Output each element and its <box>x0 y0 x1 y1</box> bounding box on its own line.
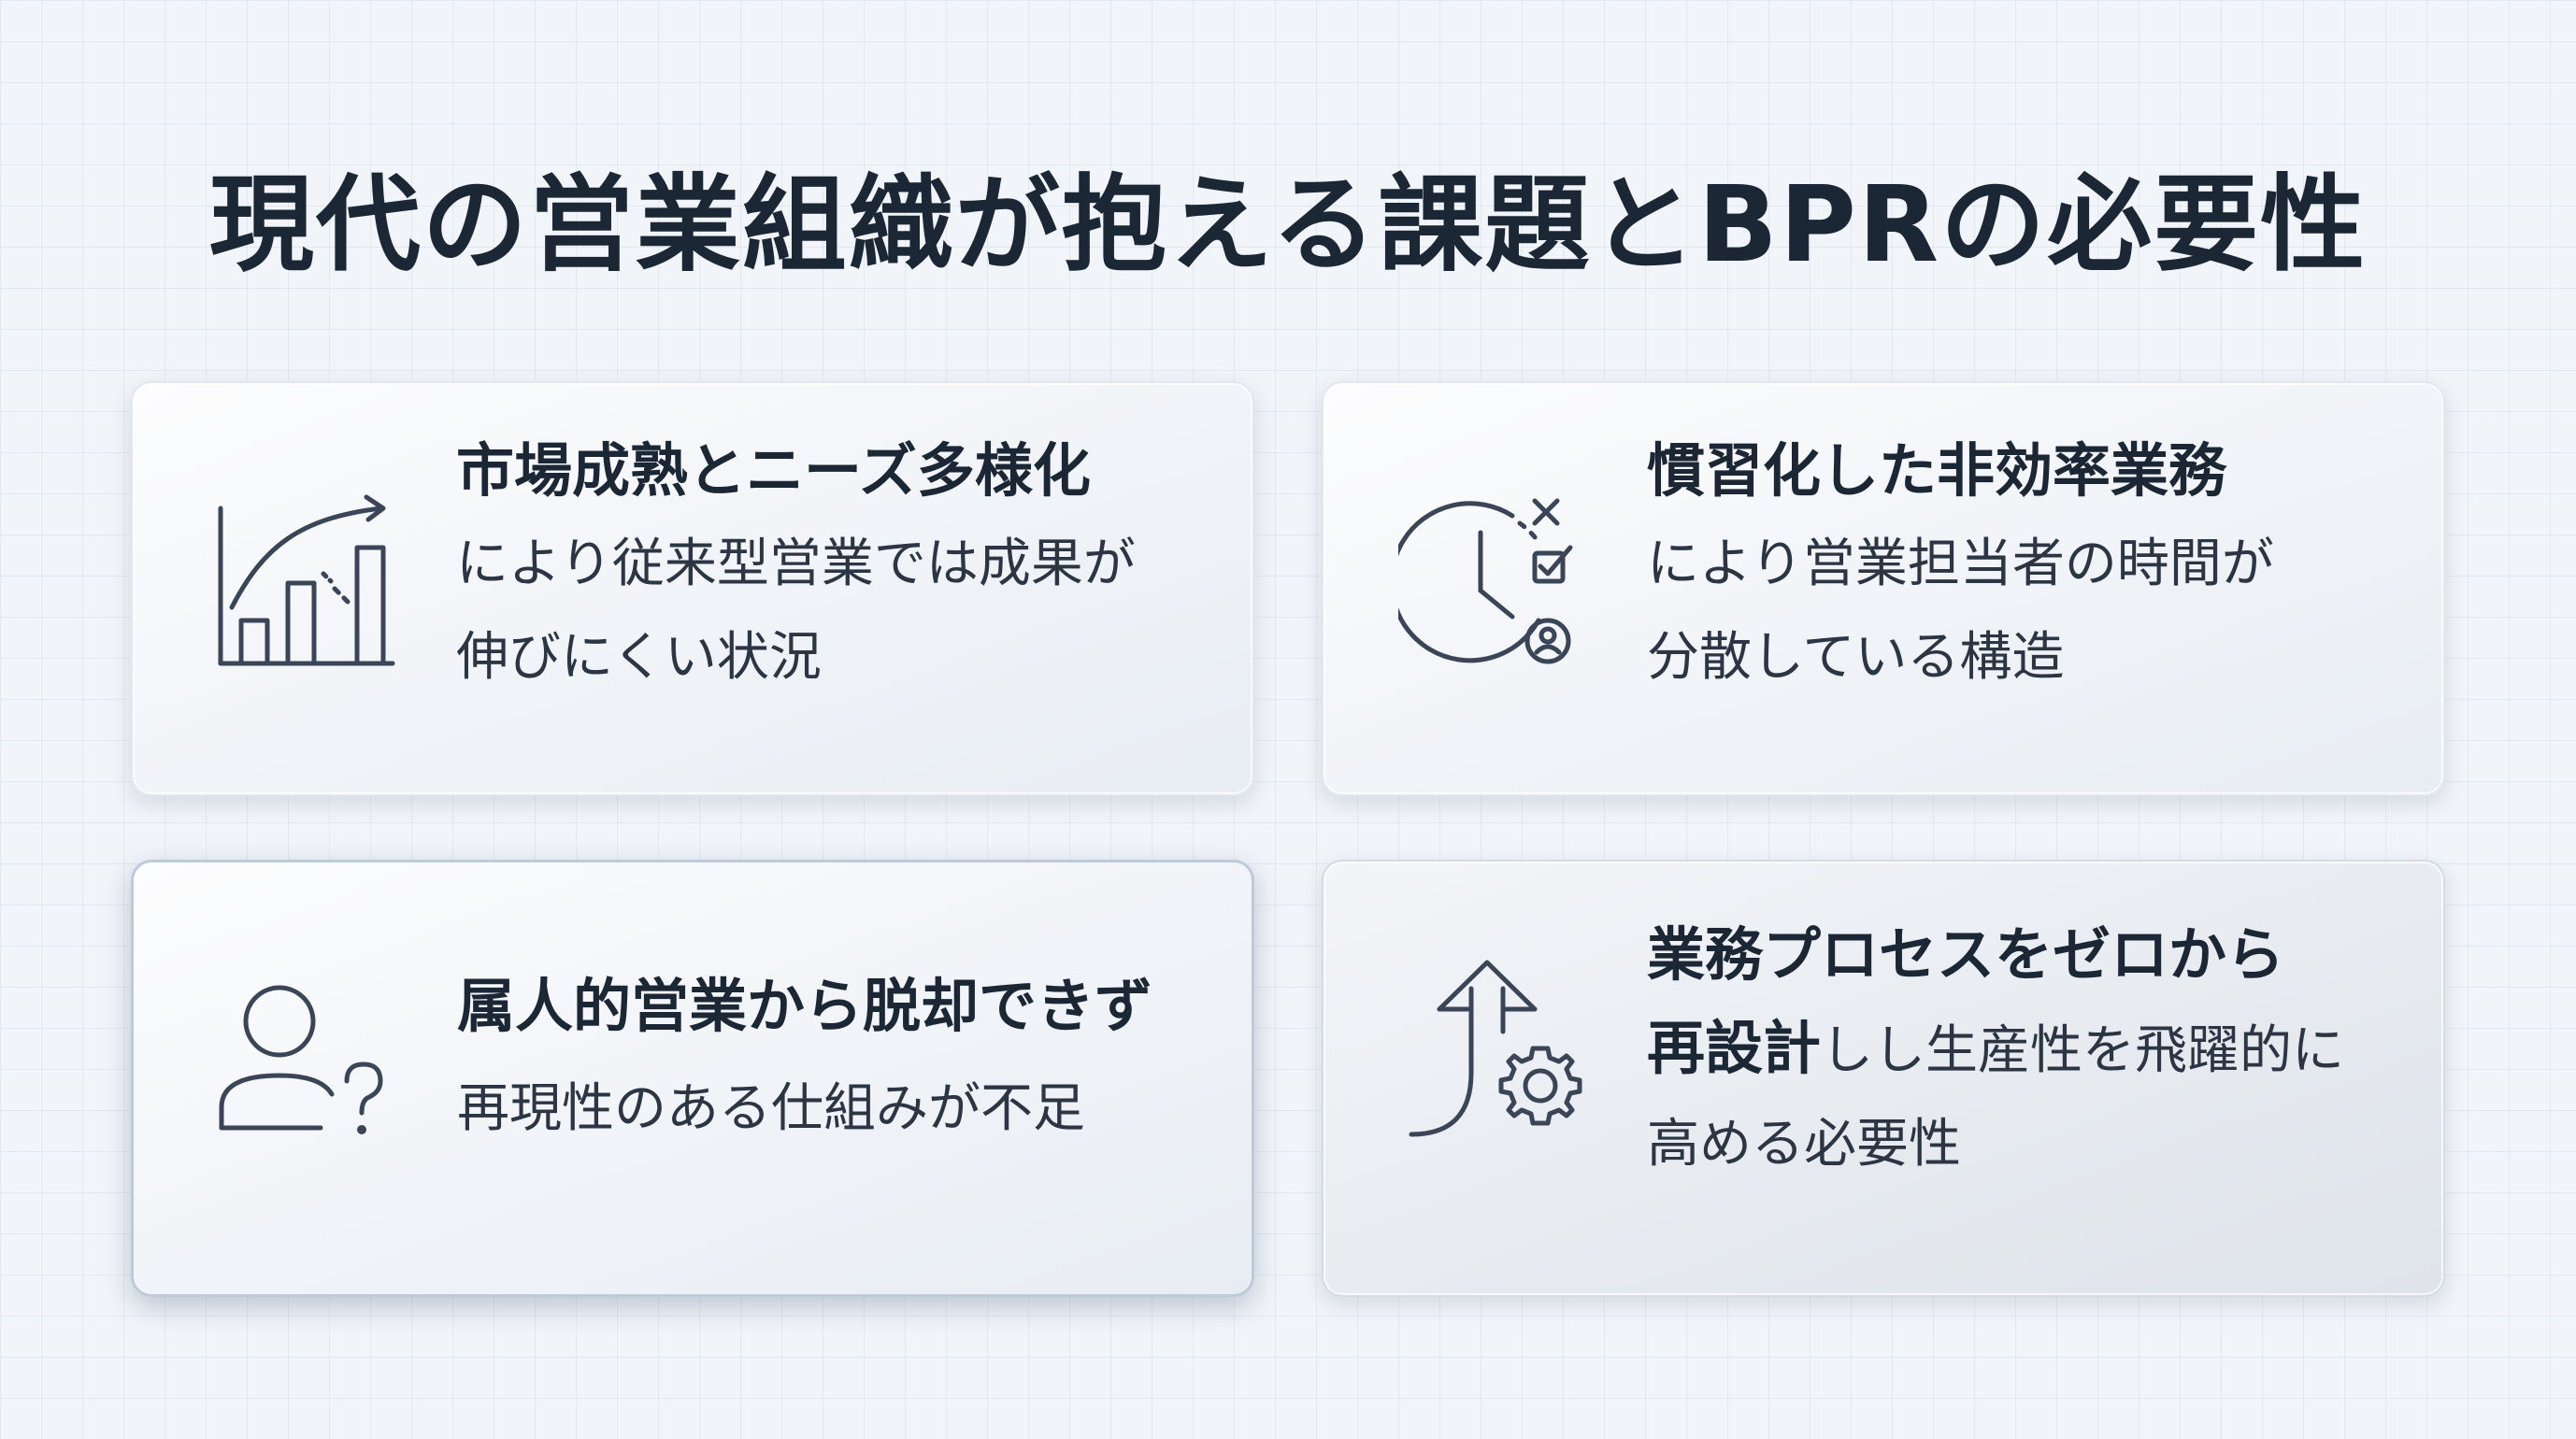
clock-tasks-icon <box>1398 480 1595 677</box>
card-text-line: 再現性のある仕組みが不足 <box>457 1078 1085 1139</box>
card-heading: 属人的営業から脱却できず <box>457 972 1153 1040</box>
card-text-line: 伸びにくい状況 <box>456 627 822 688</box>
issue-card-personalization: 属人的営業から脱却できず 再現性のある仕組みが不足 <box>131 860 1254 1297</box>
card-heading: 業務プロセスをゼロから <box>1647 920 2285 989</box>
card-text-line: 分散している構造 <box>1647 627 2065 688</box>
card-text-line: 再設計しし生産性を飛躍的に <box>1647 1002 2406 1098</box>
issue-card-bpr: 業務プロセスをゼロから 再設計しし生産性を飛躍的に 高める必要性 <box>1322 860 2445 1297</box>
card-text-line: により従来型営業では成果が <box>456 534 1136 594</box>
person-question-icon <box>208 967 405 1163</box>
card-text-rest: しし生産性を飛躍的に <box>1821 1020 2345 1081</box>
issue-card-market: 市場成熟とニーズ多様化 により従来型営業では成果が 伸びにくい状況 <box>131 381 1254 796</box>
card-heading: 市場成熟とニーズ多様化 <box>456 436 1091 505</box>
arrow-gear-icon <box>1398 951 1595 1147</box>
issue-card-inefficiency: 慣習化した非効率業務 により営業担当者の時間が 分散している構造 <box>1322 381 2445 796</box>
emphasis-text: 再設計 <box>1647 1014 1822 1082</box>
card-text-line: により営業担当者の時間が <box>1647 534 2274 594</box>
card-heading: 慣習化した非効率業務 <box>1647 436 2227 505</box>
growth-chart-icon <box>208 480 404 677</box>
page-title: 現代の営業組織が抱える課題とBPRの必要性 <box>208 164 2368 286</box>
card-text-line: 高める必要性 <box>1647 1114 1961 1175</box>
